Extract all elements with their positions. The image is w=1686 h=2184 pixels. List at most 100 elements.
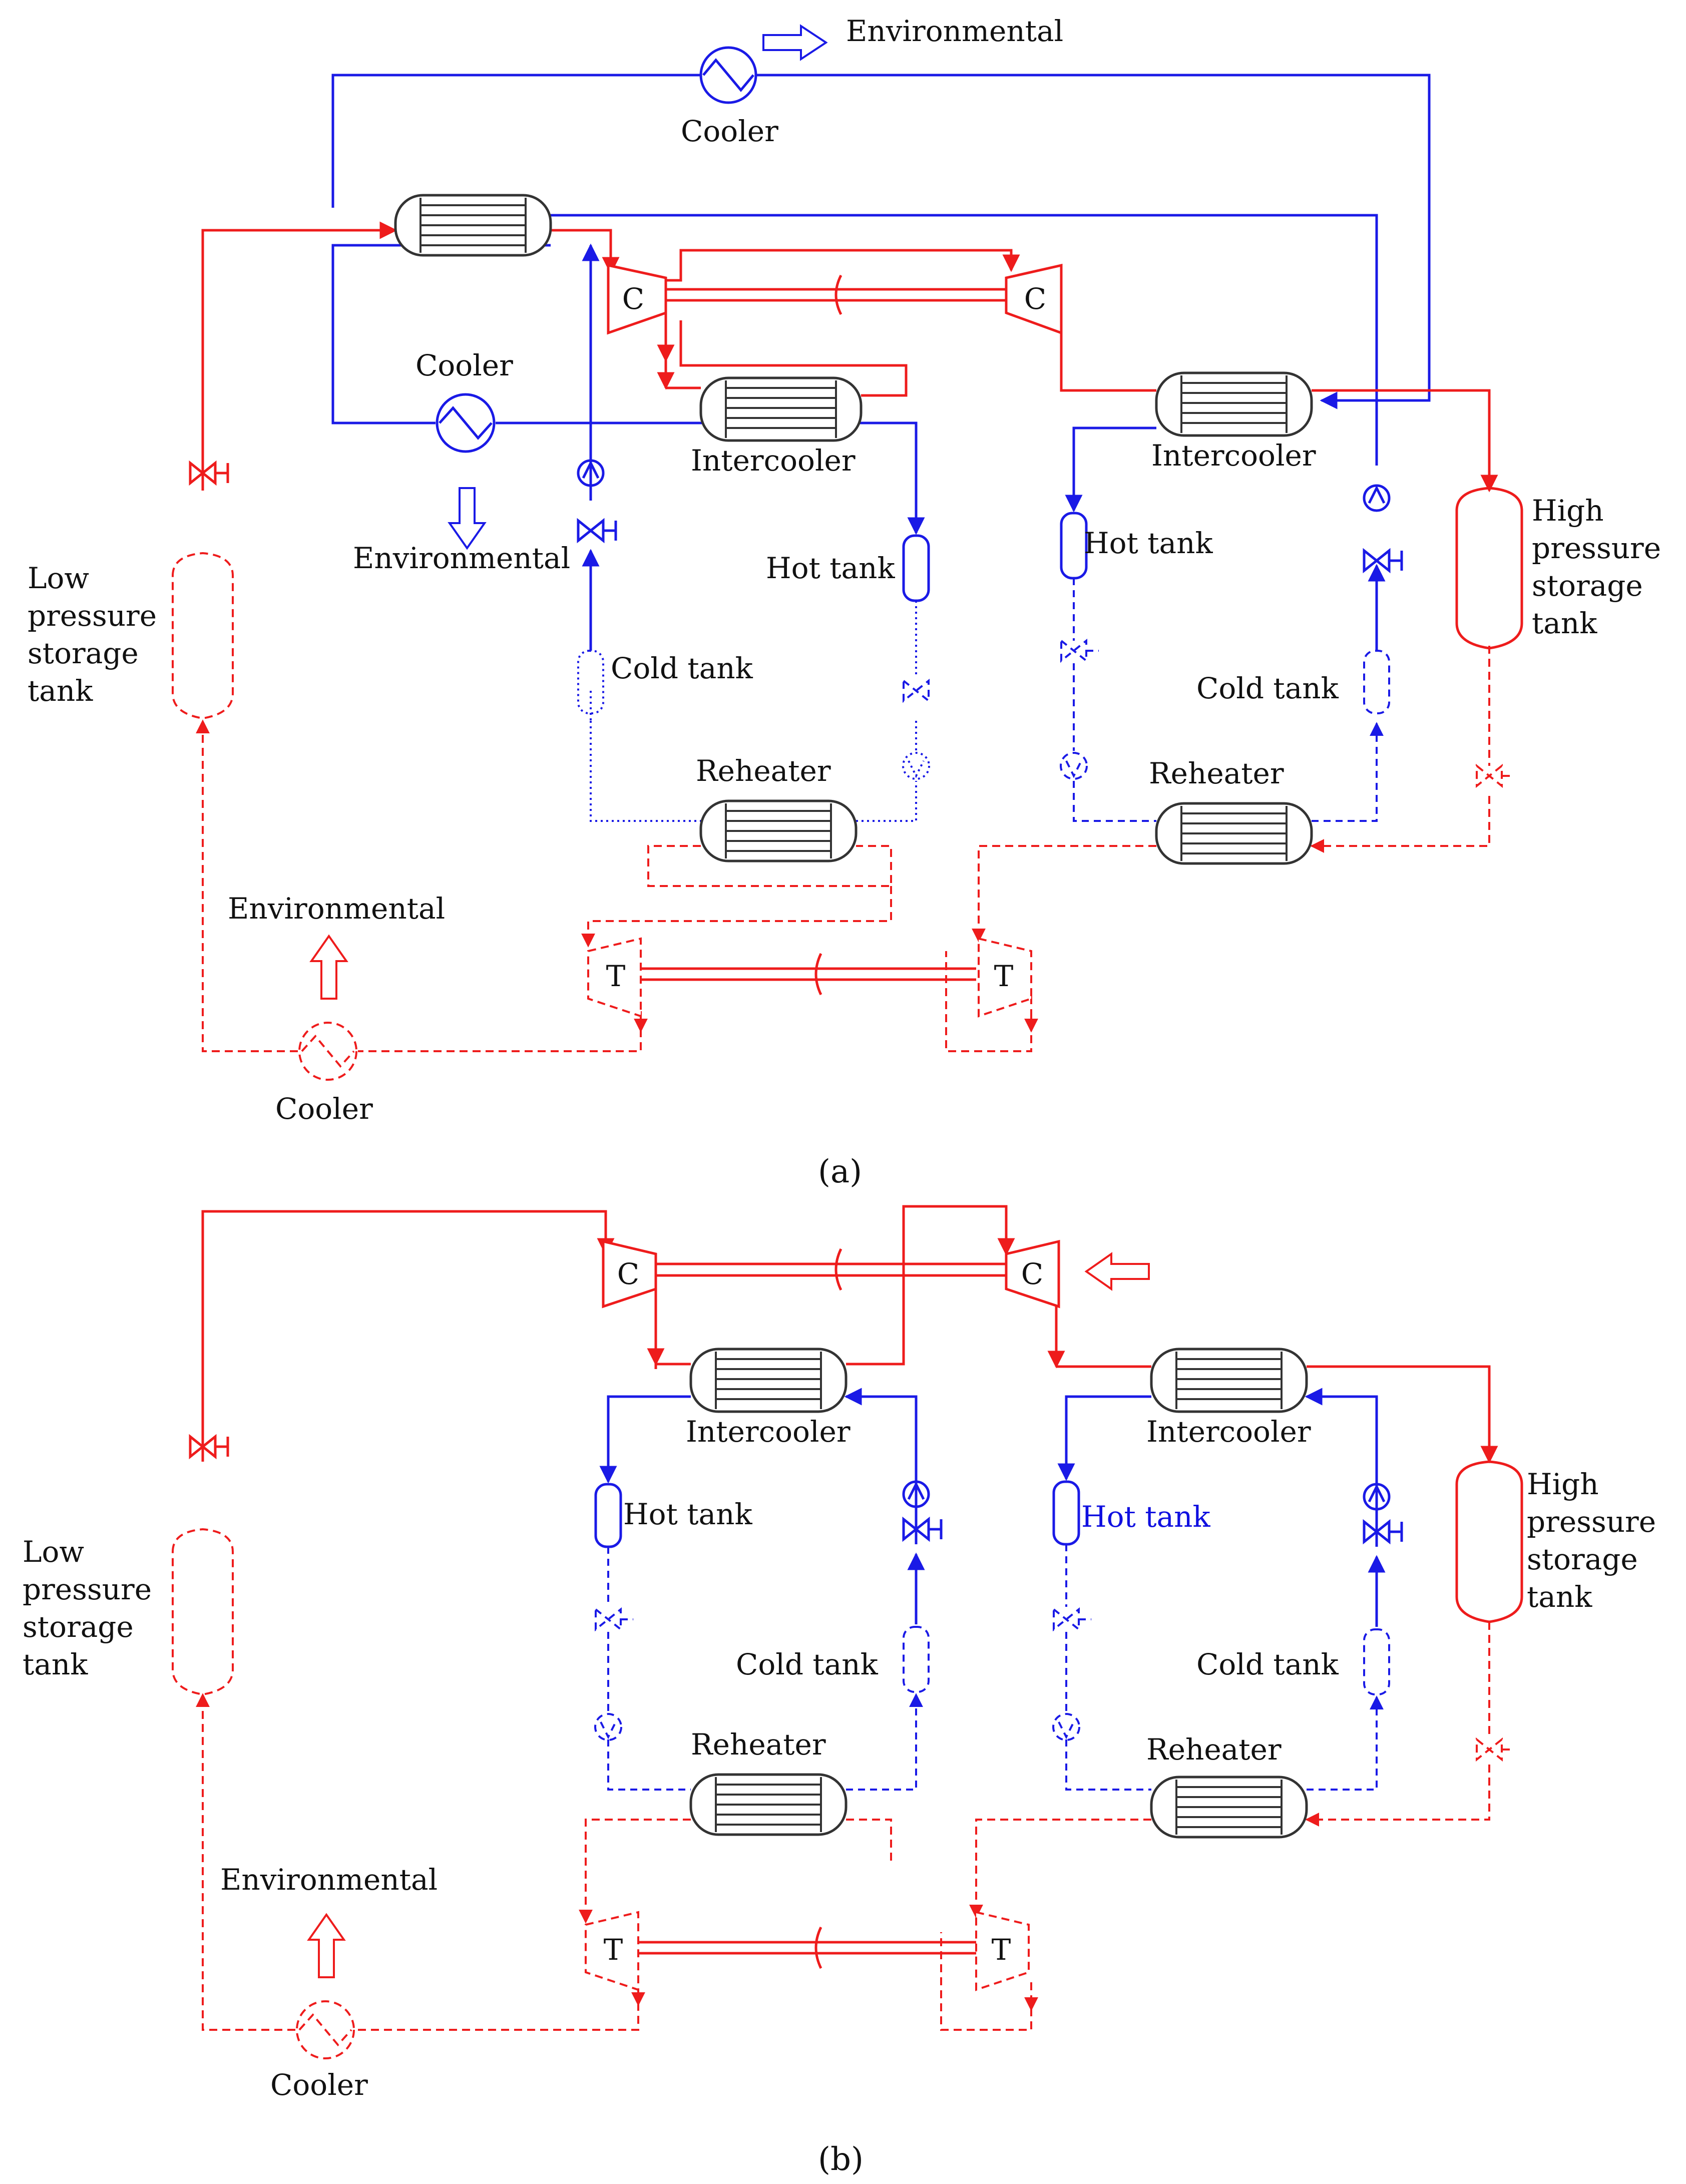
panel-b-compressor-shaft <box>656 1248 1006 1291</box>
low-pressure-line-2: pressure <box>23 1572 152 1606</box>
panel-a-compressor-2: C <box>1005 263 1063 335</box>
label-environmental-bottom: Environmental <box>220 1863 438 1897</box>
label-reheater-2: Reheater <box>1146 1732 1282 1767</box>
low-pressure-line-4: tank <box>23 1647 88 1681</box>
label-intercooler-2: Intercooler <box>1146 1415 1311 1449</box>
panel-b-valve-hot-2 <box>1053 1607 1091 1632</box>
panel-a-env-arrow-mid <box>448 487 487 550</box>
label-high-pressure-tank: High pressure storage tank <box>1532 494 1661 640</box>
panel-b-valve-hot-1 <box>595 1607 633 1632</box>
label-cold-tank-2: Cold tank <box>1196 1647 1339 1681</box>
panel-a-valve-high <box>1476 763 1514 788</box>
label-reheater-2: Reheater <box>1149 756 1284 790</box>
label-reheater-1: Reheater <box>691 1727 826 1762</box>
panel-a-pump-3 <box>902 752 930 780</box>
panel-b-turbine-shaft <box>638 1926 976 1969</box>
compressor-label: C <box>622 282 644 316</box>
high-pressure-line-2: pressure <box>1527 1505 1656 1539</box>
panel-a-reheater-2 <box>1155 802 1313 865</box>
label-hot-tank-2: Hot tank <box>1084 526 1213 560</box>
high-pressure-line-1: High <box>1532 494 1604 528</box>
panel-a-cooler-mid <box>436 393 496 453</box>
low-pressure-line-3: storage <box>28 636 139 670</box>
turbine-label: T <box>604 1933 623 1967</box>
label-hot-tank-1: Hot tank <box>623 1497 752 1531</box>
panel-b-pump-1 <box>902 1480 930 1508</box>
label-cooler-mid: Cooler <box>415 348 513 382</box>
label-cold-tank-2: Cold tank <box>1196 671 1339 705</box>
caption-a: (a) <box>818 1153 862 1190</box>
panel-a-pump-4 <box>1060 752 1088 780</box>
panel-a-valve-cold-1 <box>577 518 617 544</box>
compressor-label: C <box>1024 282 1046 316</box>
panel-a-red-dashed <box>196 646 1490 1052</box>
compressor-label: C <box>617 1257 639 1291</box>
panel-b-valve-cold-1 <box>902 1516 943 1542</box>
panel-b-compressor-1: C <box>602 1239 657 1308</box>
panel-a-recuperator <box>394 194 552 257</box>
panel-a-reheater-1 <box>699 799 858 862</box>
panel-a-turbine-1: T <box>587 937 642 1018</box>
panel-b-input-arrow <box>1084 1252 1150 1291</box>
panel-a: C C T T <box>28 14 1661 1190</box>
label-cold-tank-1: Cold tank <box>611 651 753 685</box>
panel-a-compressor-1: C <box>607 263 667 335</box>
high-pressure-line-3: storage <box>1527 1542 1638 1576</box>
high-pressure-line-1: High <box>1527 1467 1599 1501</box>
panel-b: C C T T <box>23 1205 1656 2178</box>
panel-a-cold-tank-1 <box>577 650 604 714</box>
panel-b-reheater-1 <box>689 1773 848 1836</box>
panel-b-env-arrow-bottom <box>307 1913 346 1978</box>
low-pressure-line-4: tank <box>28 674 93 708</box>
label-cooler-top: Cooler <box>681 114 778 148</box>
panel-a-turbine-2: T <box>978 937 1032 1018</box>
panel-b-cold-tank-1 <box>903 1626 930 1693</box>
panel-a-turbine-shaft <box>641 953 976 996</box>
panel-a-valve-cold-2 <box>1363 548 1403 574</box>
panel-a-env-arrow-bottom <box>309 934 348 1000</box>
panel-b-cooler-bottom <box>296 2000 355 2059</box>
low-pressure-line-2: pressure <box>28 599 157 633</box>
label-cold-tank-1: Cold tank <box>736 1647 879 1681</box>
panel-a-hot-tank-2 <box>1060 512 1088 580</box>
panel-b-low-pressure-tank <box>172 1528 234 1696</box>
panel-a-env-arrow-top <box>762 24 828 61</box>
label-high-pressure-tank: High pressure storage tank <box>1527 1467 1656 1614</box>
panel-b-red-lines <box>201 1205 1498 1464</box>
turbine-label: T <box>994 959 1014 993</box>
panel-a-low-pressure-tank <box>172 552 234 720</box>
label-cooler-bottom: Cooler <box>270 2068 368 2102</box>
high-pressure-line-4: tank <box>1527 1580 1592 1614</box>
panel-b-pump-2 <box>1363 1483 1391 1511</box>
panel-b-blue-dashed <box>607 1544 1384 1791</box>
panel-b-blue-lines <box>599 1388 1386 1627</box>
high-pressure-line-3: storage <box>1532 569 1643 603</box>
label-intercooler-1: Intercooler <box>686 1415 851 1449</box>
label-hot-tank-2: Hot tank <box>1081 1500 1210 1534</box>
label-environmental-mid: Environmental <box>353 541 570 575</box>
panel-b-pump-4 <box>1052 1713 1080 1741</box>
label-intercooler-2: Intercooler <box>1151 439 1316 473</box>
label-reheater-1: Reheater <box>696 754 831 788</box>
label-hot-tank-1: Hot tank <box>766 551 895 585</box>
panel-a-blue-dashed <box>590 578 1384 822</box>
panel-a-pump-1 <box>577 459 605 487</box>
low-pressure-line-1: Low <box>23 1535 84 1569</box>
panel-b-intercooler-1 <box>689 1348 848 1413</box>
panel-b-valve-low <box>189 1434 229 1460</box>
panel-a-cooler-bottom <box>298 1022 357 1081</box>
panel-b-turbine-2: T <box>975 1911 1030 1991</box>
panel-a-valve-hot-2 <box>1060 638 1099 663</box>
panel-b-reheater-2 <box>1150 1776 1308 1839</box>
panel-b-high-pressure-tank <box>1455 1460 1523 1623</box>
panel-b-cold-tank-2 <box>1363 1628 1390 1695</box>
panel-b-pump-3 <box>594 1713 622 1741</box>
panel-b-valve-cold-2 <box>1363 1519 1403 1545</box>
panel-a-valve-low <box>189 460 229 486</box>
high-pressure-line-2: pressure <box>1532 531 1661 565</box>
label-environmental-top: Environmental <box>846 14 1063 48</box>
panel-b-hot-tank-1 <box>594 1483 622 1548</box>
panel-a-cooler-top <box>699 46 757 104</box>
low-pressure-line-3: storage <box>23 1610 134 1644</box>
